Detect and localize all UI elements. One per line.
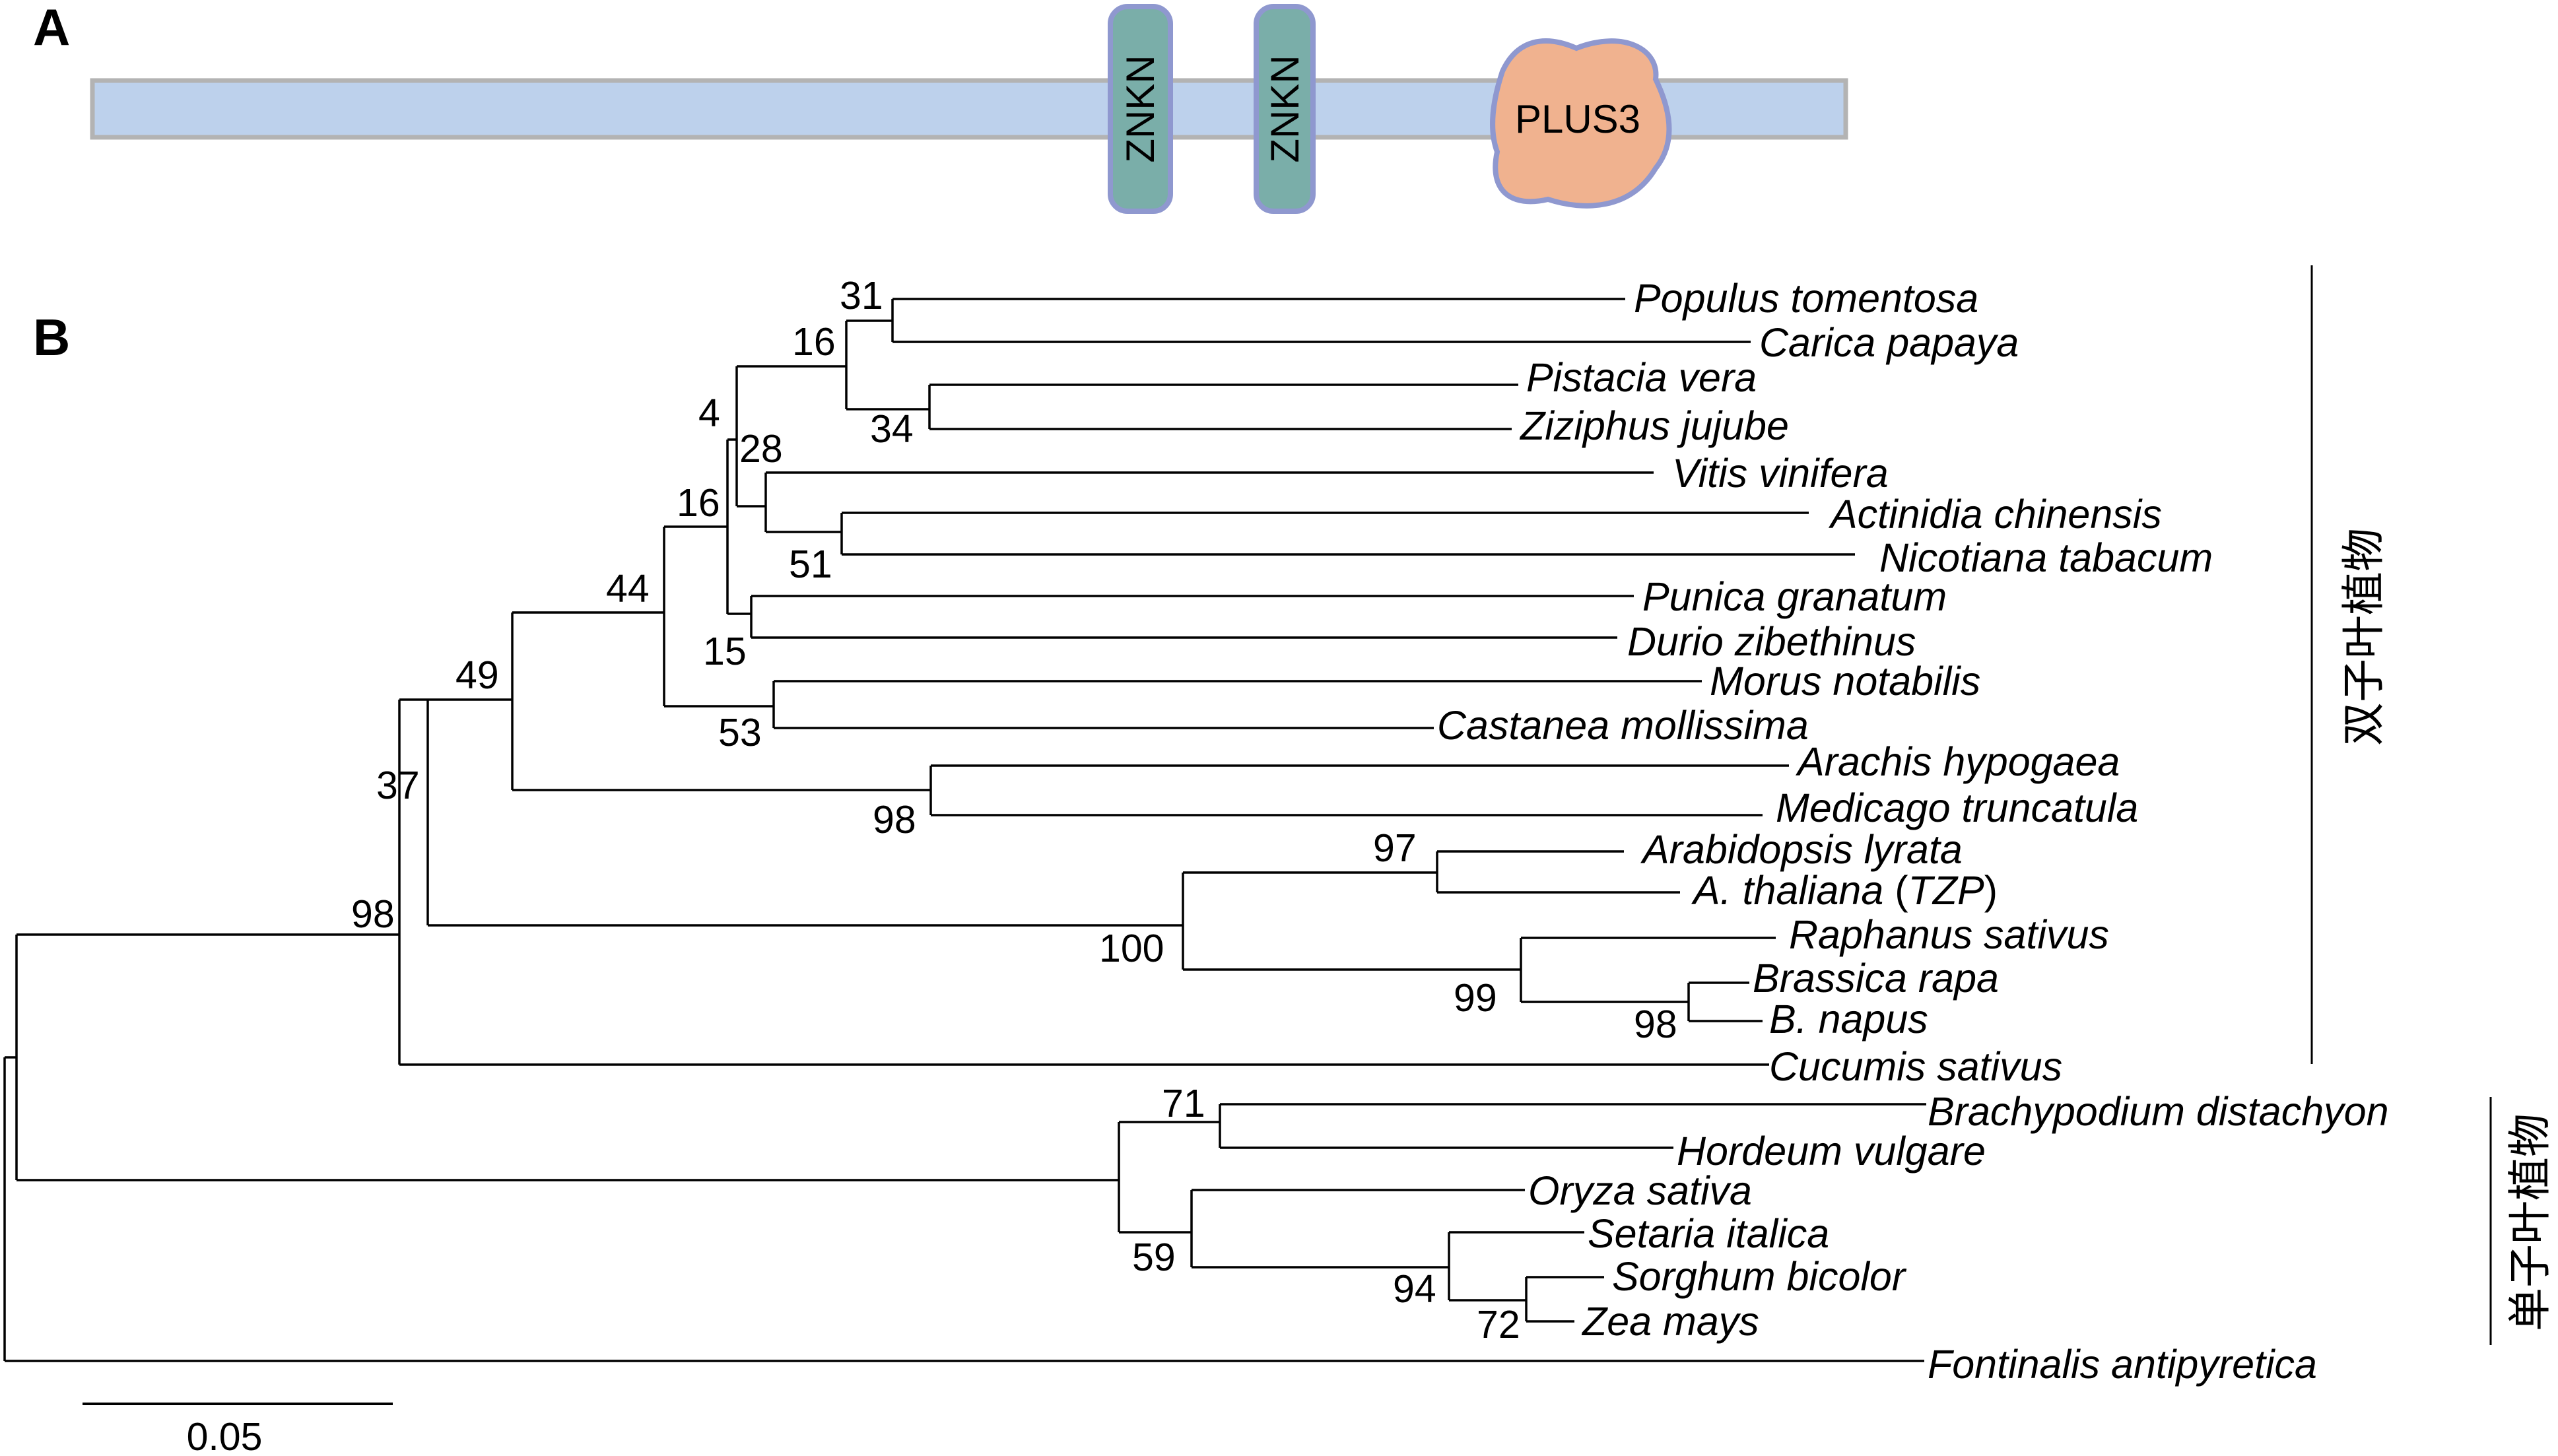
taxon-label: Punica granatum (1642, 574, 1947, 619)
taxon-label: Populus tomentosa (1634, 276, 1978, 321)
znkn-domain-1: ZNKN (1108, 4, 1173, 214)
taxon-label: Brassica rapa (1753, 956, 1999, 1001)
bootstrap-value: 98 (1634, 1003, 1677, 1046)
bootstrap-value: 53 (718, 711, 762, 754)
plus3-domain-label: PLUS3 (1515, 97, 1640, 141)
bootstrap-value: 37 (376, 764, 420, 807)
panel-b-label: B (33, 308, 70, 366)
taxon-label: Fontinalis antipyretica (1928, 1342, 2317, 1387)
bootstrap-value: 34 (870, 407, 914, 451)
taxon-label-a-thaliana: A. thaliana (TZP) (1691, 868, 1998, 913)
taxon-label: Arabidopsis lyrata (1640, 827, 1963, 872)
bootstrap-value: 98 (873, 798, 916, 842)
bootstrap-value: 44 (606, 567, 650, 611)
taxon-label: Oryza sativa (1528, 1168, 1752, 1213)
taxon-label: Vitis vinifera (1672, 451, 1889, 496)
bootstrap-value: 16 (792, 320, 836, 364)
paren-open: ( (1883, 868, 1908, 913)
znkn-domain-2-label: ZNKN (1263, 55, 1307, 162)
scale-bar-label: 0.05 (187, 1415, 263, 1456)
taxon-label: Zea mays (1581, 1299, 1759, 1344)
taxon-label: Ziziphus jujube (1519, 403, 1789, 448)
taxon-label: Castanea mollissima (1437, 703, 1809, 748)
bootstrap-value: 97 (1373, 826, 1417, 870)
bootstrap-value: 15 (703, 630, 747, 673)
bootstrap-value: 31 (840, 274, 883, 317)
bootstrap-value: 99 (1454, 976, 1497, 1020)
bootstrap-value: 72 (1477, 1303, 1520, 1346)
taxon-label: Medicago truncatula (1776, 785, 2138, 830)
paren-close: ) (1984, 868, 1998, 913)
taxon-label: Carica papaya (1759, 320, 2019, 365)
taxon-label: Sorghum bicolor (1612, 1254, 1907, 1299)
taxon-label: Setaria italica (1588, 1211, 1829, 1256)
bootstrap-values: 31 16 34 4 28 16 51 15 44 53 49 98 37 97… (351, 274, 1677, 1346)
bootstrap-value: 94 (1393, 1267, 1436, 1311)
monocots-label: 单子叶植物 (2505, 1113, 2555, 1331)
taxon-name: A. thaliana (1691, 868, 1883, 913)
taxon-label: Actinidia chinensis (1828, 492, 2162, 537)
taxon-label: Pistacia vera (1526, 355, 1757, 400)
taxon-label: Brachypodium distachyon (1928, 1089, 2389, 1134)
bootstrap-value: 28 (739, 427, 783, 471)
bootstrap-value: 100 (1099, 927, 1164, 970)
dicots-label: 双子叶植物 (2338, 528, 2389, 746)
znkn-domain-1-label: ZNKN (1118, 55, 1162, 162)
taxon-label: Durio zibethinus (1627, 619, 1916, 664)
taxon-label: Arachis hypogaea (1795, 739, 2120, 784)
znkn-domain-2: ZNKN (1254, 4, 1316, 214)
bootstrap-value: 98 (351, 892, 395, 936)
taxon-label: Nicotiana tabacum (1879, 535, 2213, 580)
plus3-domain: PLUS3 (1490, 38, 1672, 209)
taxon-label: B. napus (1769, 997, 1928, 1042)
taxon-label: Cucumis sativus (1769, 1044, 2062, 1089)
taxon-label: Morus notabilis (1710, 659, 1980, 704)
panel-a-label: A (33, 0, 70, 56)
taxon-label: Raphanus sativus (1789, 912, 2109, 957)
taxon-label: Hordeum vulgare (1677, 1129, 1986, 1174)
tree-branches (3, 298, 1926, 1362)
bootstrap-value: 71 (1162, 1082, 1205, 1125)
bootstrap-value: 51 (789, 543, 832, 586)
bootstrap-value: 16 (677, 481, 720, 525)
bootstrap-value: 49 (455, 653, 499, 697)
taxon-labels: Populus tomentosa Carica papaya Pistacia… (1437, 276, 2389, 1387)
bootstrap-value: 59 (1132, 1236, 1176, 1279)
bootstrap-value: 4 (698, 391, 720, 435)
gene-name: TZP (1908, 868, 1985, 913)
